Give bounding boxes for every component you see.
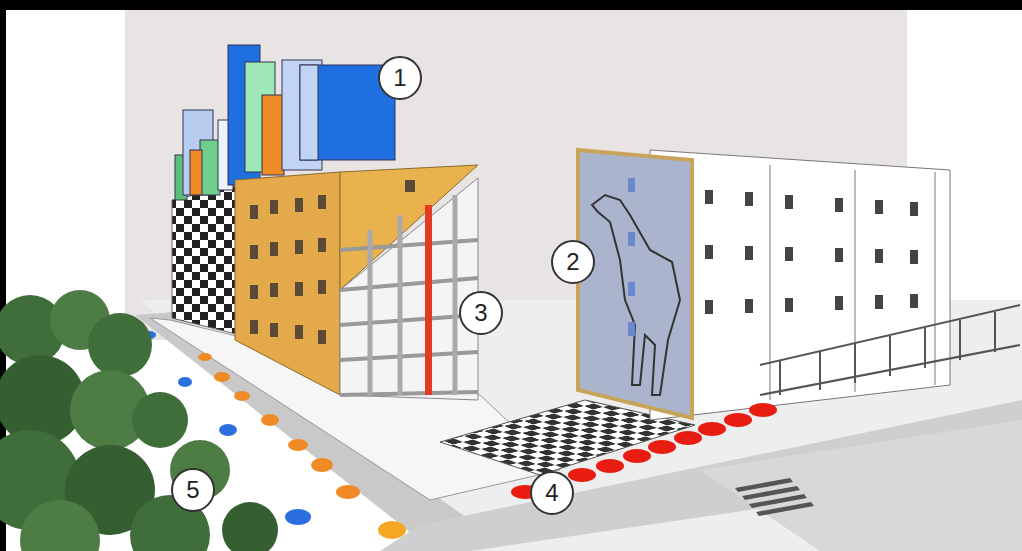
cutaway-structure [340,178,478,400]
orange-facade [235,172,340,395]
red-core [425,205,432,395]
callout-number: 1 [378,56,422,100]
trees [0,290,278,551]
windows [705,190,918,314]
callout-number: 4 [530,471,574,515]
balconies [690,160,935,410]
dinosaur-outline [592,195,680,395]
callout-number: 3 [459,291,503,335]
mural-windows [628,178,635,336]
fence [760,305,1020,395]
columns [370,195,455,395]
checker-facade [172,185,240,335]
road [700,420,1022,551]
frame-top [0,0,1022,10]
right-building [650,150,950,420]
mural-wall [578,150,692,418]
crosswalk [735,478,814,516]
callout-number: 2 [551,240,595,284]
callout-number: 5 [171,468,215,512]
